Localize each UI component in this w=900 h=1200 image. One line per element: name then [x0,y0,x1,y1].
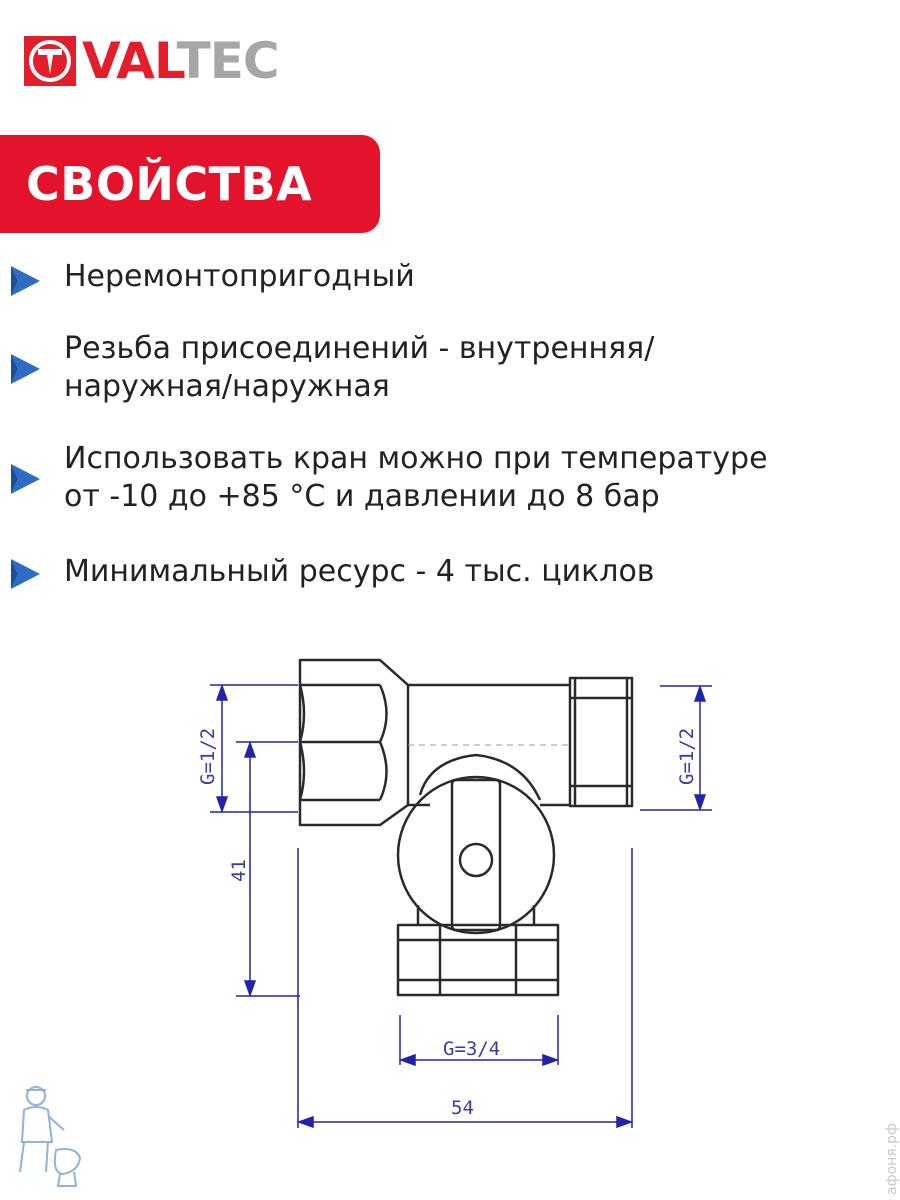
section-banner: СВОЙСТВА [0,135,380,233]
valtec-logo-icon [24,36,76,86]
bottom-thread-label: G=3/4 [443,1038,500,1060]
arrow-bullet-icon [11,266,40,296]
watermark-text: афоня.рф [884,1123,900,1195]
arrow-bullet-icon [11,464,40,494]
handle-screw [458,842,494,878]
section-title: СВОЙСТВА [26,157,313,211]
bottom-thread-nut [396,923,560,997]
brand-name: VALTEC [82,36,280,86]
right-thread-label: G=1/2 [676,728,698,785]
right-thread-end [568,676,634,808]
feature-line: наружная/наружная [64,369,390,404]
arrow-bullet-icon [11,559,40,589]
site-watermark: афоня.рф [852,1085,900,1195]
arrow-bullet-icon [11,354,40,384]
valve-body [396,775,556,935]
brand-name-red: VAL [82,32,178,90]
feature-line: от -10 до +85 °С и давлении до 8 бар [64,479,660,514]
feature-line: Резьба присоединений - внутренняя/ [64,331,655,366]
brand-logo: VALTEC [24,36,280,86]
feature-line: Минимальный ресурс - 4 тыс. циклов [64,554,655,589]
valve-handle [450,778,502,932]
feature-text: Неремонтопригодный [64,258,864,296]
left-thread-label: G=1/2 [197,728,219,785]
width-label: 54 [451,1097,474,1119]
feature-line: Неремонтопригодный [64,259,415,294]
valve-outline [298,658,634,997]
feature-text: Использовать кран можно при температуре … [64,440,864,516]
feature-text: Минимальный ресурс - 4 тыс. циклов [64,553,864,591]
brand-name-grey: TEC [176,32,280,90]
plumber-mascot-icon [19,1086,82,1187]
feature-line: Использовать кран можно при температуре [64,441,768,476]
dimension-lines [210,683,712,1129]
height-label: 41 [228,859,250,882]
feature-text: Резьба присоединений - внутренняя/ наруж… [64,330,864,406]
